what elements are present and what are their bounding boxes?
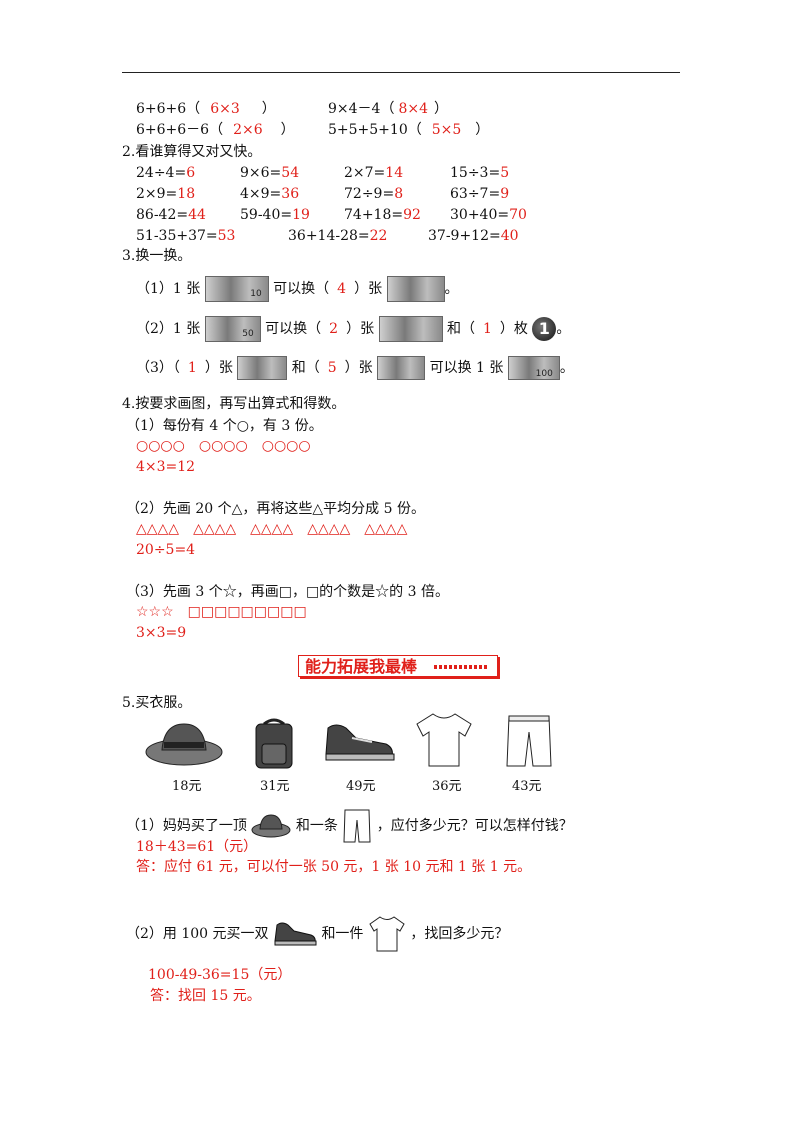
q4-s1-prompt: （1）每份有 4 个○，有 3 份。 [126, 418, 323, 434]
q2-item: 36+14-28=22 [288, 228, 388, 244]
q5-s2-answer: 答：找回 15 元。 [150, 988, 261, 1004]
banner-decoration [434, 665, 489, 669]
q4-s3-drawing: ☆☆☆ □□□□□□□□□ [136, 604, 307, 620]
q4-title: 4.按要求画图，再写出算式和得数。 [122, 396, 346, 412]
backpack-icon [255, 718, 293, 769]
q2-item: 59-40=19 [240, 207, 310, 223]
hat-icon [251, 814, 291, 838]
q2-item: 74+18=92 [344, 207, 421, 223]
q1-row-2-left: 6+6+6－6（2×6） [136, 122, 295, 138]
q2-item: 51-35+37=53 [136, 228, 236, 244]
q3-line-1: （1）1 张 10 可以换（4）张 。 [136, 275, 459, 303]
header-rule [122, 72, 680, 73]
q3-title: 3.换一换。 [122, 248, 192, 264]
q2-item: 2×7=14 [344, 165, 404, 181]
q2-item: 4×9=36 [240, 186, 300, 202]
q2-item: 15÷3=5 [450, 165, 510, 181]
q2-item: 86-42=44 [136, 207, 206, 223]
q2-item: 30+40=70 [450, 207, 527, 223]
q1-row-1-right: 9×4－4（8×4） [328, 101, 448, 117]
banknote-10b-image [377, 356, 426, 380]
sneaker-icon [274, 922, 317, 946]
q2-item: 37-9+12=40 [428, 228, 519, 244]
q2-item: 72÷9=8 [344, 186, 404, 202]
q5-s2-equation: 100-49-36=15（元） [148, 967, 292, 983]
hat-icon [145, 723, 223, 766]
q5-s1-answer: 答：应付 61 元，可以付一张 50 元，1 张 10 元和 1 张 1 元。 [136, 859, 532, 875]
q1-row-1-left: 6+6+6（6×3） [136, 101, 276, 117]
tshirt-icon [416, 713, 472, 767]
banknote-50b-image [237, 356, 288, 380]
shorts-icon [343, 809, 371, 843]
banknote-20-image [378, 316, 443, 342]
q5-s1-equation: 18＋43=61（元） [136, 839, 258, 855]
banknote-50-image: 50 [204, 316, 261, 342]
q4-s1-equation: 4×3=12 [136, 459, 196, 475]
q5-s1-question: （1）妈妈买了一顶 和一条 ，应付多少元？可以怎样付钱？ [126, 808, 573, 844]
q2-item: 9×6=54 [240, 165, 300, 181]
section-banner: 能力拓展我最棒 [298, 655, 498, 677]
q2-item: 63÷7=9 [450, 186, 510, 202]
price-hat: 18元 [172, 779, 202, 794]
price-shorts: 43元 [512, 779, 542, 794]
q4-s3-prompt: （3）先画 3 个☆，再画□，□的个数是☆的 3 倍。 [126, 584, 449, 600]
q3-line-2: （2）1 张 50 可以换（2）张 和（1）枚 1。 [136, 315, 570, 343]
coin-1-image: 1 [532, 317, 557, 341]
banknote-2-image [386, 276, 445, 302]
banknote-10-image: 10 [204, 276, 269, 302]
banknote-100-image: 100 [507, 356, 560, 380]
q5-title: 5.买衣服。 [122, 695, 192, 711]
tshirt-icon [369, 916, 405, 952]
q5-s2-question: （2）用 100 元买一双 和一件 ，找回多少元？ [126, 914, 508, 954]
q4-s1-drawing: ○○○○ ○○○○ ○○○○ [136, 438, 311, 454]
q4-s2-drawing: △△△△ △△△△ △△△△ △△△△ △△△△ [136, 521, 408, 537]
q4-s2-equation: 20÷5=4 [136, 542, 196, 558]
q4-s2-prompt: （2）先画 20 个△，再将这些△平均分成 5 份。 [126, 501, 425, 517]
price-sneaker: 49元 [346, 779, 376, 794]
q2-item: 24÷4=6 [136, 165, 196, 181]
q2-item: 2×9=18 [136, 186, 196, 202]
price-tshirt: 36元 [432, 779, 462, 794]
q4-s3-equation: 3×3=9 [136, 625, 187, 641]
price-backpack: 31元 [260, 779, 290, 794]
sneaker-icon [325, 724, 395, 761]
shorts-icon [506, 715, 552, 767]
q1-row-2-right: 5+5+5+10（5×5） [328, 122, 490, 138]
q3-line-3: （3）（1）张 和（5）张 可以换 1 张 100。 [136, 354, 574, 382]
q2-title: 2.看谁算得又对又快。 [122, 144, 262, 160]
